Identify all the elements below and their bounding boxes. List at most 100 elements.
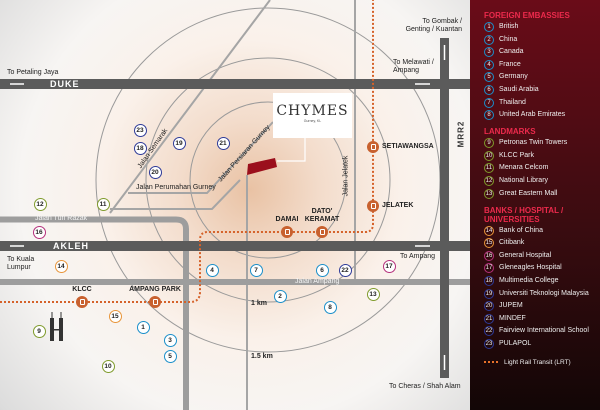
road-label-tun-razak: Jalan Tun Razak <box>35 215 88 222</box>
map-marker-23[interactable]: 23 <box>133 123 147 137</box>
lrt-station-icon-ampang_park[interactable] <box>149 296 161 308</box>
direction-ampang: To Ampang <box>400 253 436 260</box>
legend-label: Gleneagles Hospital <box>499 264 562 272</box>
chymes-location-pin <box>247 158 277 175</box>
map-marker-4[interactable]: 4 <box>205 263 219 277</box>
map-marker-1[interactable]: 1 <box>136 320 150 334</box>
legend-heading: FOREIGN EMBASSIES <box>484 11 570 20</box>
legend-label: JUPEM <box>499 302 523 310</box>
map-marker-16[interactable]: 16 <box>32 225 46 239</box>
legend-label: Universiti Teknologi Malaysia <box>499 289 589 297</box>
map-marker-6[interactable]: 6 <box>315 263 329 277</box>
map-marker-18[interactable]: 18 <box>133 141 147 155</box>
map-marker-15[interactable]: 15 <box>108 309 122 323</box>
direction-kuala-lumpur: To Kuala Lumpur <box>7 256 35 271</box>
map-marker-12[interactable]: 12 <box>33 197 47 211</box>
legend-heading: BANKS / HOSPITAL / UNIVERSITIES <box>484 205 564 224</box>
map-marker-2[interactable]: 2 <box>273 289 287 303</box>
station-label-klcc: KLCC <box>72 286 92 293</box>
legend-number-badge: 17 <box>484 263 494 274</box>
road-jalan-semarak <box>109 0 271 214</box>
legend-number-badge: 6 <box>484 84 494 95</box>
direction-petaling-jaya: To Petaling Jaya <box>7 69 59 76</box>
legend-label: Thailand <box>499 98 526 106</box>
legend-number-badge: 15 <box>484 238 494 249</box>
lrt-station-icon-jelatek[interactable] <box>367 200 379 212</box>
legend-number-badge: 14 <box>484 225 494 236</box>
map-marker-5[interactable]: 5 <box>163 349 177 363</box>
map-marker-7[interactable]: 7 <box>249 263 263 277</box>
map-marker-22[interactable]: 22 <box>338 263 352 277</box>
lrt-dotted-icon <box>484 361 498 364</box>
map-marker-8[interactable]: 8 <box>323 300 337 314</box>
map-marker-10[interactable]: 10 <box>101 359 115 373</box>
legend-item: 7 Thailand <box>484 97 600 108</box>
lrt-station-icon-klcc[interactable] <box>76 296 88 308</box>
road-label-ampang: Jalan Ampang <box>295 278 340 285</box>
station-label-jelatek: JELATEK <box>382 202 414 209</box>
map-roads <box>0 0 470 410</box>
station-label-damai: DAMAI <box>275 216 299 223</box>
legend-label: Light Rail Transit (LRT) <box>504 358 571 366</box>
map-marker-21[interactable]: 21 <box>216 136 230 150</box>
map-marker-9[interactable]: 9 <box>32 324 46 338</box>
legend-number-badge: 18 <box>484 275 494 286</box>
direction-gombak: To Gombak / Genting / Kuantan <box>405 18 462 33</box>
legend-item: 8 United Arab Emirates <box>484 110 600 121</box>
road-jalan-perumahan-gurney <box>110 179 241 210</box>
road-label-jelatek: Jalan Jelatek <box>342 155 350 197</box>
legend-number-badge: 11 <box>484 163 494 174</box>
legend-number-badge: 8 <box>484 110 494 121</box>
legend-heading: LANDMARKS <box>484 127 536 137</box>
legend-label: Menara Celcom <box>499 164 549 172</box>
road-label-duke: DUKE <box>50 79 80 89</box>
map-marker-20[interactable]: 20 <box>148 165 162 179</box>
legend-label: General Hospital <box>499 251 552 259</box>
distance-1-5km: 1.5 km <box>251 353 273 360</box>
map-marker-13[interactable]: 13 <box>366 287 380 301</box>
map-marker-3[interactable]: 3 <box>163 333 177 347</box>
map-marker-19[interactable]: 19 <box>172 136 186 150</box>
lrt-station-icon-dato_keramat[interactable] <box>316 226 328 238</box>
location-map[interactable]: To Petaling Jaya DUKE AKLEH MRR2 Jalan T… <box>0 0 470 410</box>
station-label-ampang_park: AMPANG PARK <box>129 286 181 293</box>
road-akleh <box>0 241 470 251</box>
legend-number-badge: 19 <box>484 288 494 299</box>
map-marker-14[interactable]: 14 <box>54 259 68 273</box>
map-marker-11[interactable]: 11 <box>96 197 110 211</box>
legend-label: MINDEF <box>499 314 526 322</box>
radius-circle-1-5km <box>95 7 441 353</box>
legend-label: Fairview International School <box>499 327 589 335</box>
legend-number-badge: 4 <box>484 59 494 70</box>
legend-label: Petronas Twin Towers <box>499 139 568 147</box>
direction-cheras: To Cheras / Shah Alam <box>389 383 461 390</box>
lrt-station-icon-damai[interactable] <box>281 226 293 238</box>
legend-label: Germany <box>499 73 528 81</box>
legend-label: United Arab Emirates <box>499 111 566 119</box>
legend-number-badge: 1 <box>484 22 494 32</box>
legend-item: 22 Fairview International School <box>484 326 600 337</box>
map-marker-17[interactable]: 17 <box>382 259 396 273</box>
radius-circle-1km <box>145 57 391 303</box>
legend-number-badge: 22 <box>484 326 494 337</box>
legend-label: China <box>499 35 518 43</box>
legend-label: Great Eastern Mall <box>499 189 558 197</box>
legend-number-badge: 7 <box>484 97 494 108</box>
legend-item: 19 Universiti Teknologi Malaysia <box>484 288 600 299</box>
road-jalan-persiaran-gurney <box>128 121 274 194</box>
lrt-station-icon-setiawangsa[interactable] <box>367 141 379 153</box>
